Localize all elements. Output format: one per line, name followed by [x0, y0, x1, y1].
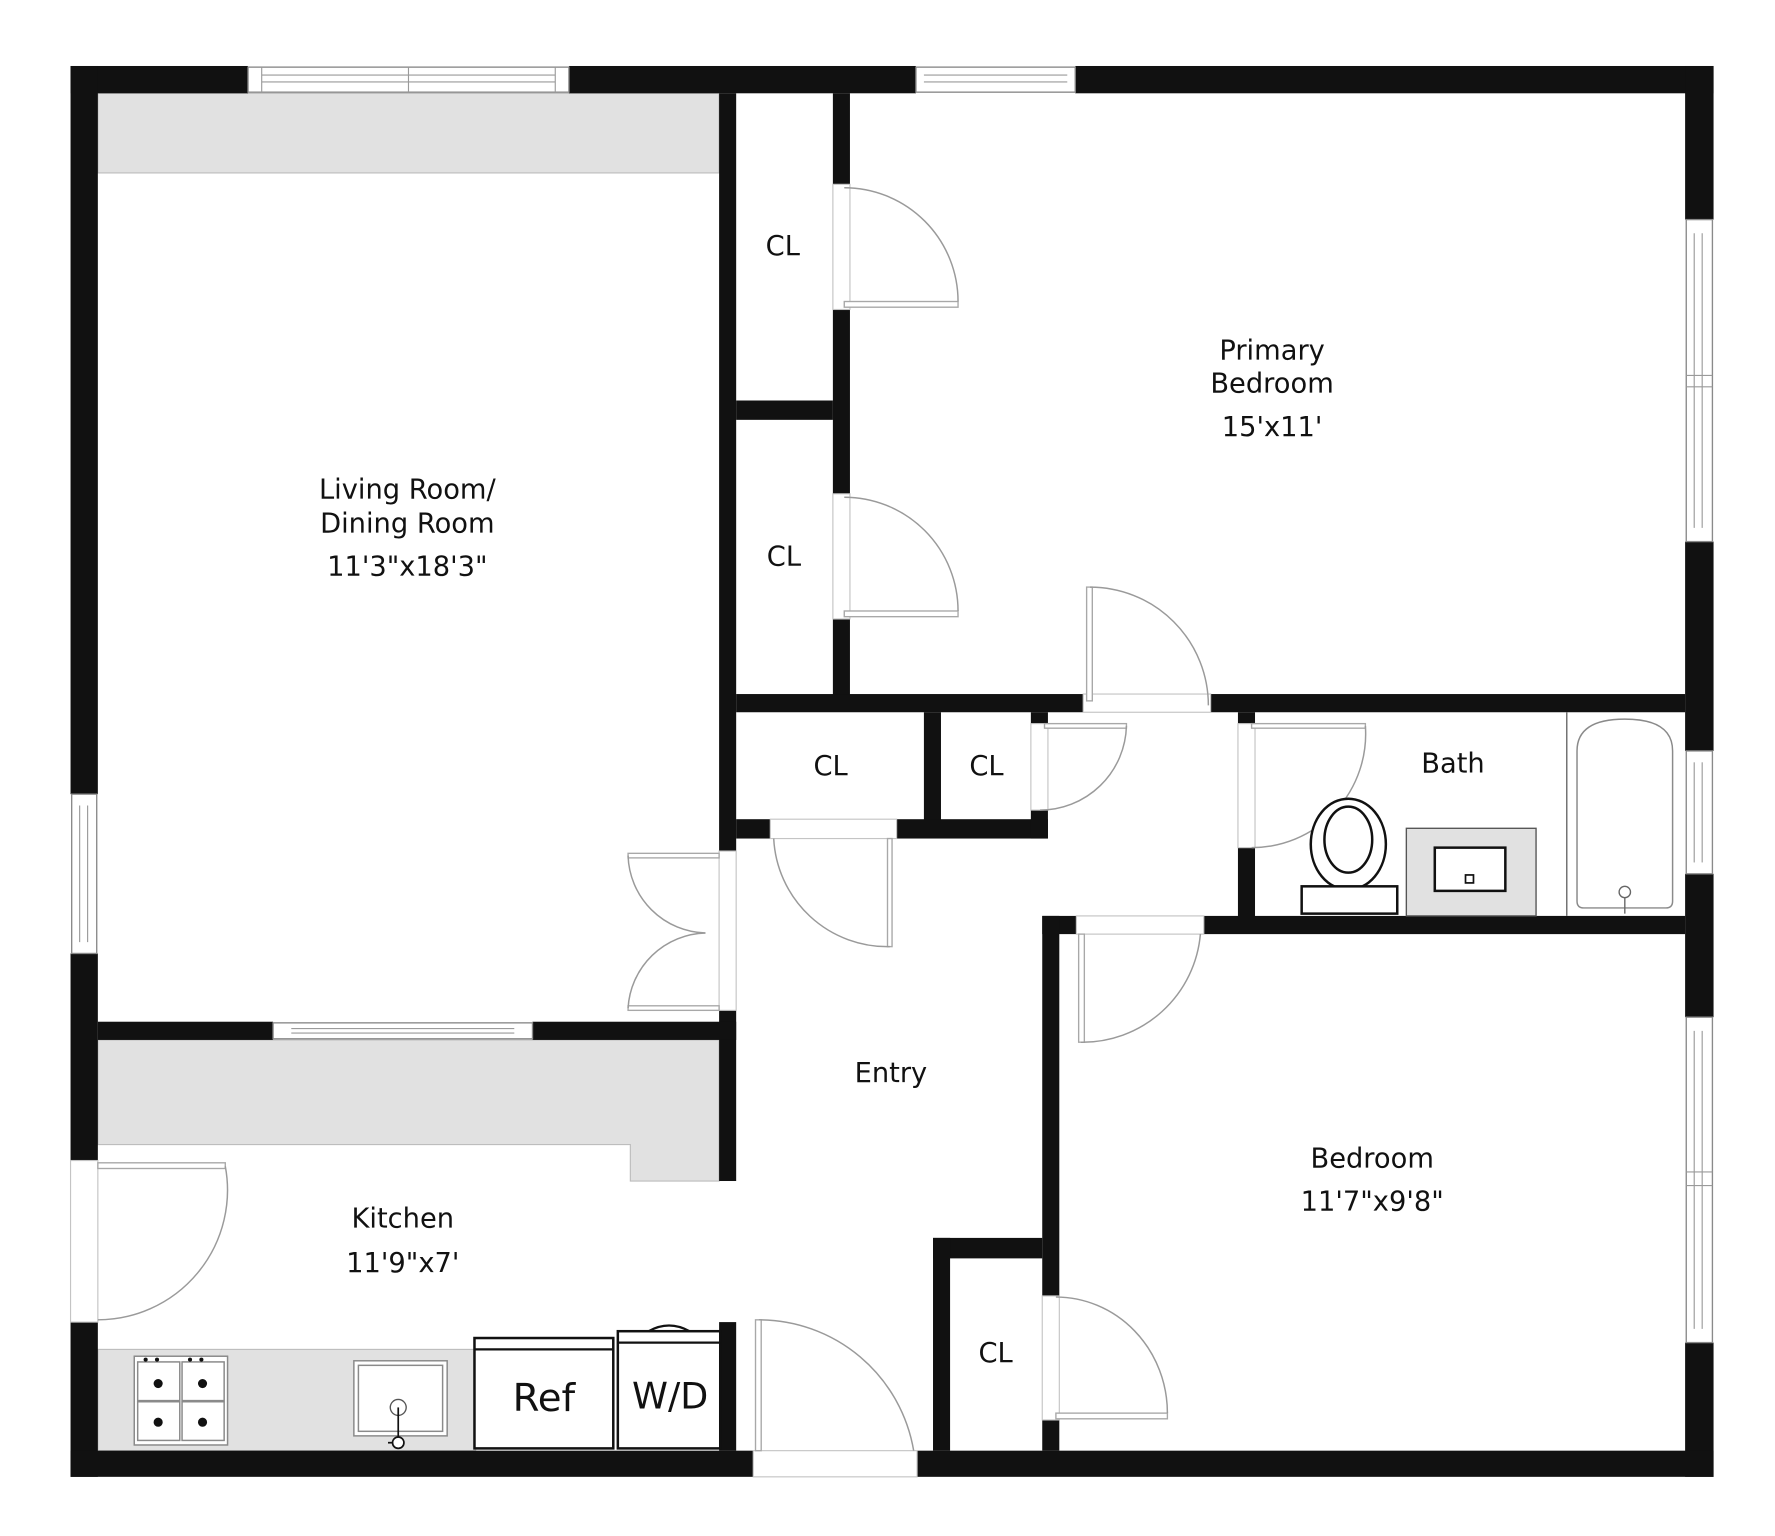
exterior-walls — [70, 65, 1714, 1477]
room-primary-bedroom: Primary Bedroom 15'x11' — [1210, 336, 1333, 443]
doors — [69, 183, 1367, 1478]
kitchen-name: Kitchen — [351, 1204, 454, 1235]
door-bedroom[interactable] — [1075, 915, 1205, 1043]
living-room-name-1: Living Room/ — [319, 474, 497, 505]
room-bedroom: Bedroom 11'7"x9'8" — [1301, 1143, 1444, 1217]
window-living-top — [247, 66, 570, 93]
bathtub-icon — [1566, 712, 1674, 916]
washer-dryer-label: W/D — [632, 1375, 708, 1418]
primary-bedroom-dimensions: 15'x11' — [1222, 412, 1323, 443]
closet-label-upper: CL — [766, 231, 801, 262]
kitchen-dimensions: 11'9"x7' — [346, 1248, 459, 1279]
door-hall-closet-left[interactable] — [769, 818, 898, 948]
door-primary-bedroom[interactable] — [1082, 586, 1212, 713]
window-bedroom-right — [1685, 1016, 1714, 1344]
door-living-room-double[interactable] — [627, 850, 737, 1012]
interior-walls — [97, 93, 1686, 1451]
toilet-icon — [1300, 797, 1399, 915]
closet-label-lower: CL — [767, 541, 802, 572]
kitchen-sink-icon — [353, 1360, 448, 1450]
closet-label-hall-left: CL — [813, 751, 848, 782]
refrigerator-icon: Ref — [473, 1336, 615, 1450]
primary-bedroom-name-2: Bedroom — [1210, 369, 1333, 400]
door-hall-closet-right[interactable] — [1030, 722, 1128, 811]
windows — [71, 66, 1714, 1344]
door-upper-closet[interactable] — [832, 183, 959, 311]
kitchen-upper-counter — [97, 1039, 720, 1182]
window-living-left — [71, 793, 98, 955]
room-kitchen: Kitchen 11'9"x7' — [346, 1204, 459, 1279]
window-primary-top — [915, 66, 1076, 93]
door-bedroom-closet[interactable] — [1041, 1295, 1169, 1421]
window-bath-right — [1685, 750, 1714, 875]
window-living-kitchen — [272, 1022, 534, 1040]
closet-label-hall-right: CL — [969, 751, 1004, 782]
primary-bedroom-name-1: Primary — [1219, 336, 1324, 367]
living-room-name-2: Dining Room — [320, 508, 495, 539]
entry-name: Entry — [855, 1058, 928, 1089]
door-lower-closet[interactable] — [832, 493, 959, 620]
refrigerator-label: Ref — [513, 1376, 577, 1421]
window-primary-right — [1685, 218, 1714, 543]
vanity-sink-icon — [1405, 827, 1537, 917]
room-entry: Entry — [855, 1058, 928, 1089]
bedroom-dimensions: 11'7"x9'8" — [1301, 1187, 1444, 1218]
door-front-entry[interactable] — [752, 1319, 918, 1478]
washer-dryer-icon: W/D — [616, 1324, 722, 1450]
bath-name: Bath — [1421, 749, 1484, 780]
bedroom-name: Bedroom — [1310, 1143, 1433, 1174]
cooktop-icon — [133, 1355, 229, 1446]
room-bath: Bath — [1421, 749, 1484, 780]
living-room-built-in — [97, 92, 720, 174]
room-living-dining: Living Room/ Dining Room 11'3"x18'3" — [319, 474, 497, 582]
living-room-dimensions: 11'3"x18'3" — [327, 552, 487, 583]
door-kitchen-exterior[interactable] — [69, 1159, 229, 1323]
closet-label-bedroom: CL — [978, 1338, 1013, 1369]
